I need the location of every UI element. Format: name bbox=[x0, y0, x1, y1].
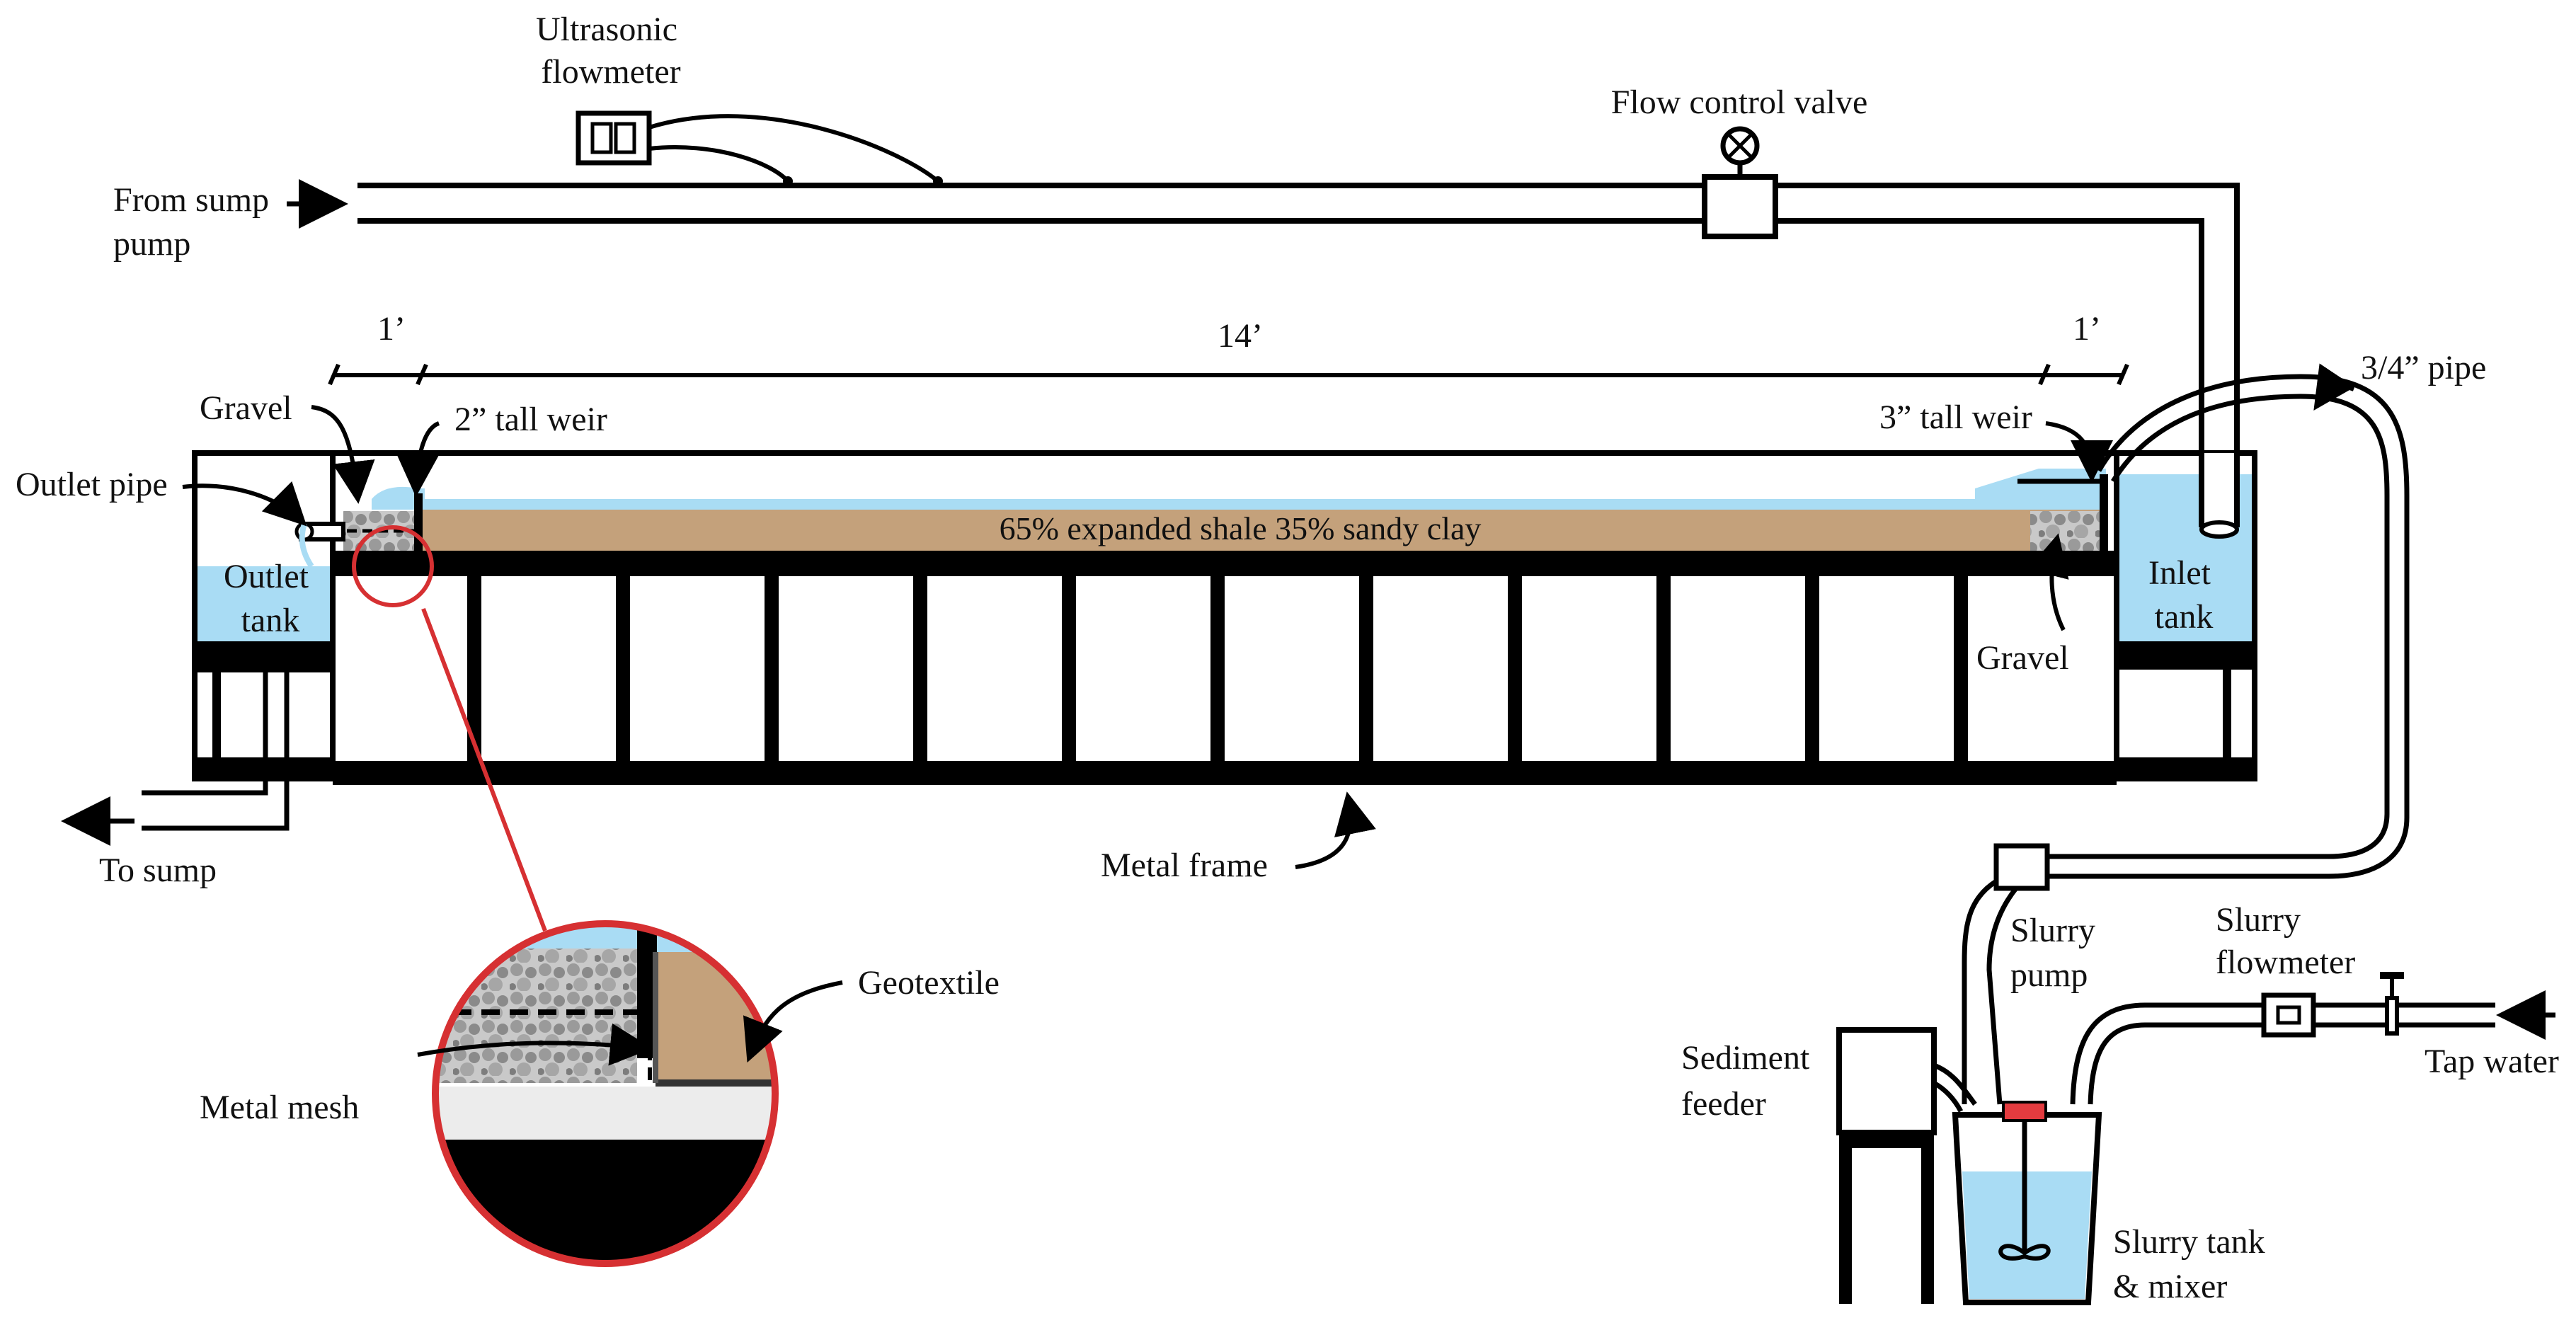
flow-control-valve-icon bbox=[1702, 126, 1778, 239]
weir-3in-label: 3” tall weir bbox=[1879, 399, 2032, 436]
drain-pipes bbox=[142, 657, 290, 831]
dim-right-label: 1’ bbox=[2073, 310, 2101, 348]
gravel-right-label: Gravel bbox=[1976, 639, 2069, 677]
slurry-pump-label: Slurry pump bbox=[2010, 912, 2104, 994]
leader-arrows bbox=[182, 363, 2355, 1066]
zoom-detail bbox=[435, 924, 775, 1263]
pipe-3-4-label: 3/4” pipe bbox=[2361, 349, 2486, 386]
slurry-flowmeter-label: Slurry flowmeter bbox=[2216, 901, 2355, 981]
geotextile-label: Geotextile bbox=[858, 964, 1000, 1002]
dim-middle-label: 14’ bbox=[1218, 317, 1263, 355]
slurry-pump-lines bbox=[1962, 879, 2018, 1105]
metal-mesh-label: Metal mesh bbox=[200, 1089, 359, 1126]
soil-label: 65% expanded shale 35% sandy clay bbox=[1000, 510, 1482, 546]
outlet-tank-water bbox=[198, 566, 330, 644]
supply-pipe bbox=[357, 183, 2240, 524]
slurry-pump-icon bbox=[1993, 843, 2050, 891]
inlet-riser-pipe bbox=[2199, 453, 2240, 539]
slurry-tank-mixer-label: Slurry tank & mixer bbox=[2113, 1223, 2274, 1305]
slurry-tank-icon bbox=[1952, 1101, 2102, 1305]
outlet-pipe-icon bbox=[294, 522, 345, 568]
to-sump-label: To sump bbox=[99, 852, 217, 889]
outlet-frame bbox=[195, 657, 333, 781]
dim-left-label: 1’ bbox=[377, 310, 406, 348]
three-quarter-pipe bbox=[2046, 374, 2410, 879]
flow-control-valve-label: Flow control valve bbox=[1611, 84, 1868, 121]
slurry-flowmeter-icon bbox=[2261, 992, 2316, 1038]
ultrasonic-flowmeter-icon bbox=[576, 110, 943, 186]
outlet-pipe-label: Outlet pipe bbox=[16, 466, 168, 503]
tap-valve-icon bbox=[2380, 972, 2404, 1036]
inlet-tank-label: Inlet tank bbox=[2148, 554, 2219, 636]
zoom-source-ring bbox=[352, 525, 434, 607]
outlet-tank-label: Outlet tank bbox=[224, 558, 317, 639]
dimension-line bbox=[328, 363, 2129, 386]
soil-bed bbox=[421, 510, 2106, 551]
ultrasonic-flowmeter-label: Ultrasonic flowmeter bbox=[536, 11, 686, 91]
gravel-right-zone bbox=[2030, 511, 2106, 551]
zoom-connector bbox=[421, 607, 547, 932]
tap-water-line bbox=[2070, 1002, 2495, 1105]
outlet-tank-floor bbox=[195, 641, 333, 657]
zoom-ring bbox=[432, 920, 779, 1267]
sediment-feeder-label: Sediment feeder bbox=[1681, 1039, 1818, 1123]
weir-2in bbox=[414, 493, 423, 553]
gravel-left-label: Gravel bbox=[200, 389, 292, 427]
from-sump-pump-label: From sump pump bbox=[113, 181, 277, 263]
metal-frame bbox=[333, 551, 2117, 785]
weir-3in bbox=[2100, 474, 2108, 552]
metal-frame-label: Metal frame bbox=[1101, 847, 1268, 884]
sediment-feeder-icon bbox=[1836, 1027, 1977, 1304]
channel-water bbox=[372, 469, 2106, 510]
inlet-frame bbox=[2117, 641, 2255, 781]
tap-water-label: Tap water bbox=[2425, 1043, 2559, 1080]
weir-2in-label: 2” tall weir bbox=[454, 401, 607, 438]
